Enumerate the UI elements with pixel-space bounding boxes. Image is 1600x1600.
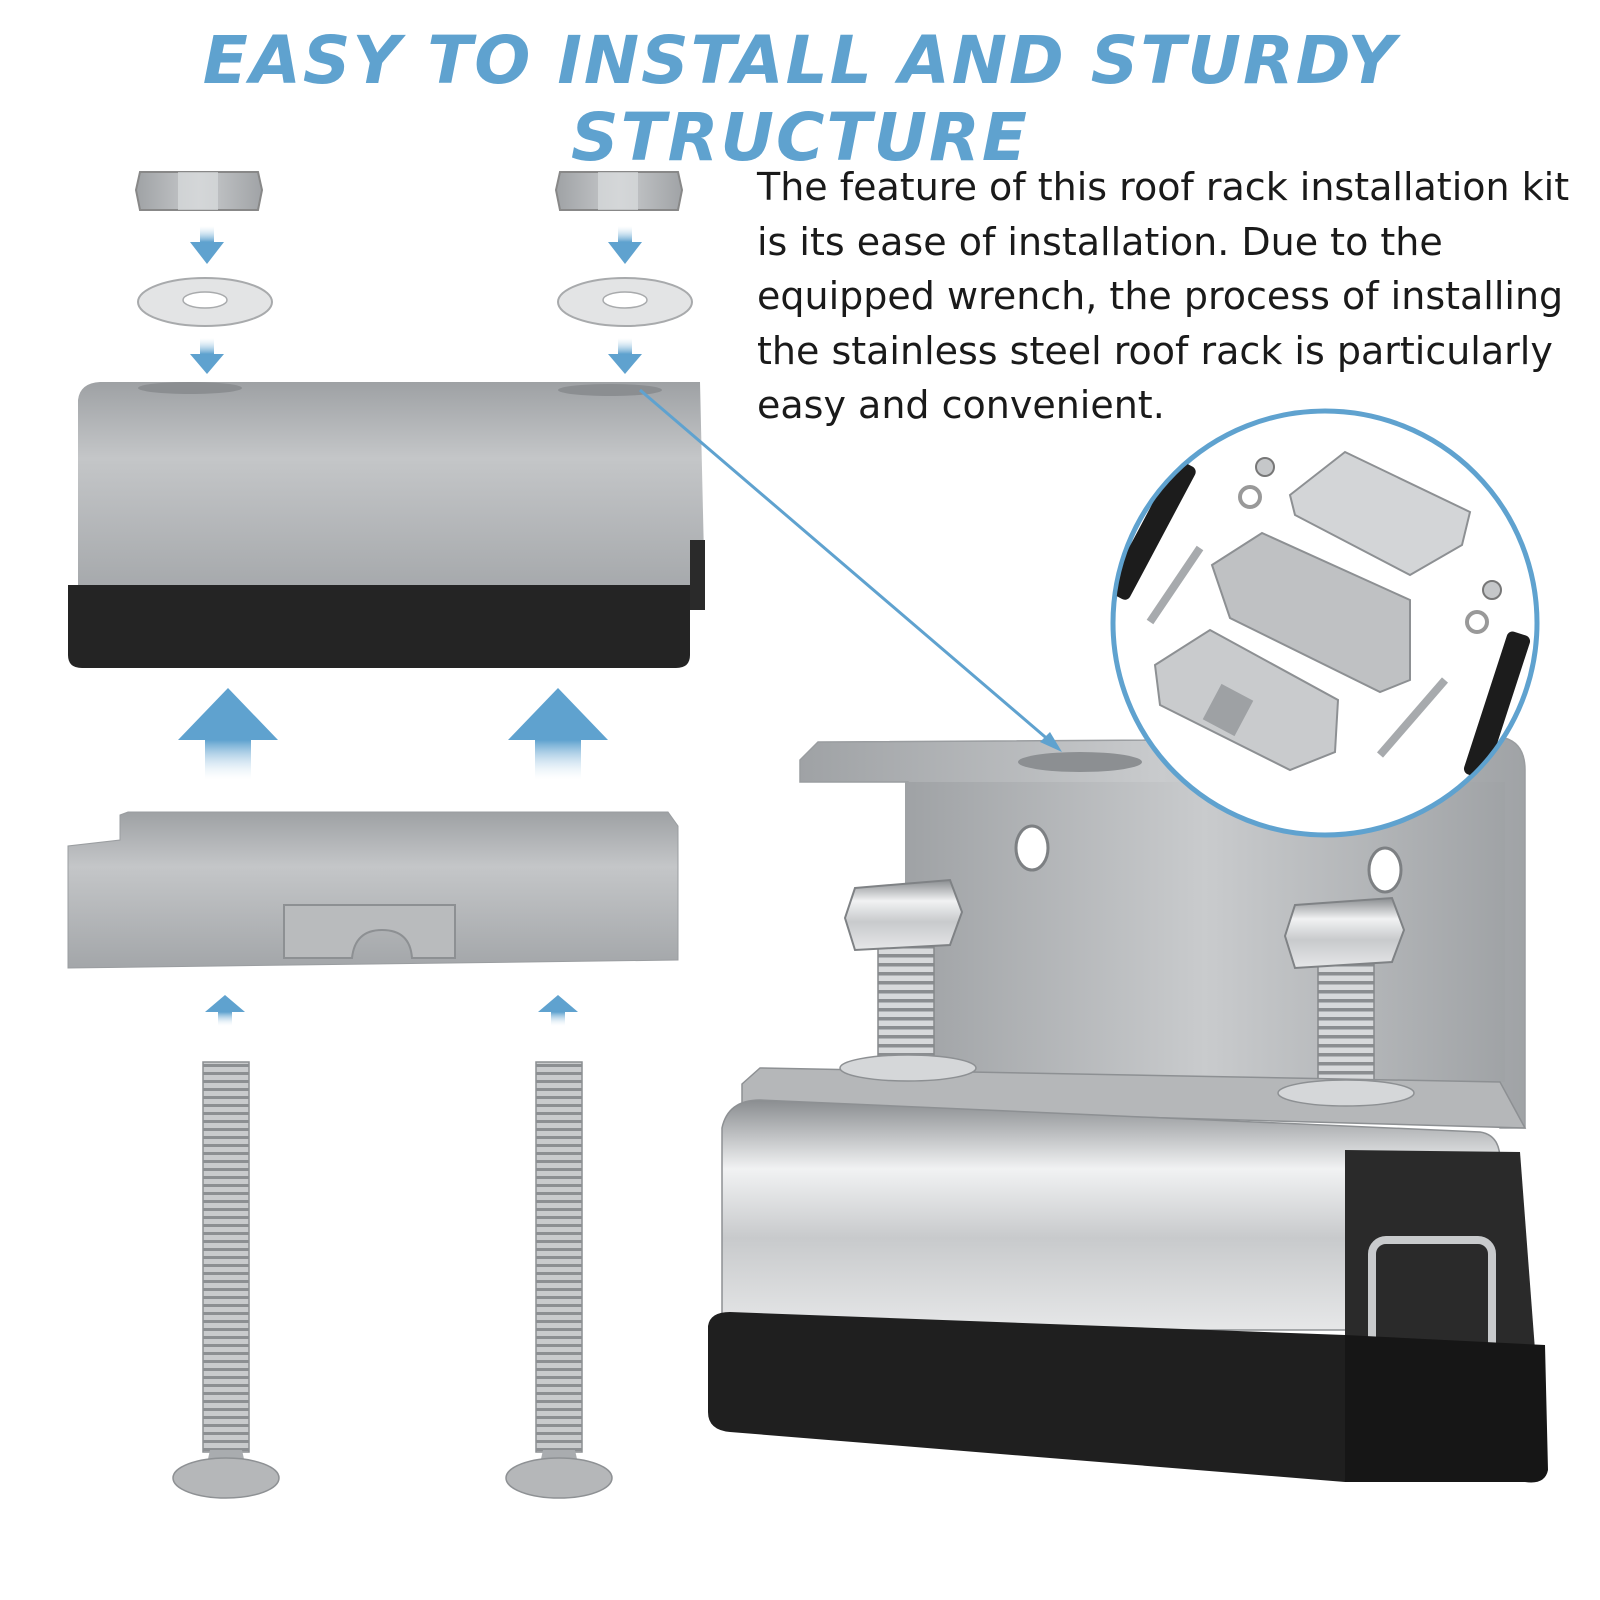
bolt-icon	[505, 1061, 613, 1499]
arrow-down-icon	[190, 226, 224, 264]
page-title: EASY TO INSTALL AND STURDY STRUCTURE	[202, 22, 1398, 176]
bracket-icon	[78, 382, 705, 610]
washer-icon	[557, 277, 693, 327]
bolt-icon	[172, 1061, 280, 1499]
feature-description: The feature of this roof rack installati…	[757, 165, 1570, 427]
arrow-up-icon	[205, 995, 245, 1026]
bracket-icon	[67, 811, 679, 969]
washer-icon	[137, 277, 273, 327]
callout-circle	[1110, 408, 1540, 838]
callout-line	[639, 388, 1059, 750]
rubber-pad-icon	[68, 585, 690, 668]
arrow-up-icon	[538, 995, 578, 1026]
arrow-down-icon	[608, 226, 642, 264]
arrow-up-icon	[178, 688, 278, 780]
hex-nut-icon	[134, 171, 264, 211]
hex-nut-icon	[554, 171, 684, 211]
arrow-up-icon	[508, 688, 608, 780]
arrow-down-icon	[190, 338, 224, 374]
assembled-clamp	[708, 737, 1548, 1483]
arrow-icon	[1040, 732, 1062, 752]
arrow-down-icon	[608, 338, 642, 374]
